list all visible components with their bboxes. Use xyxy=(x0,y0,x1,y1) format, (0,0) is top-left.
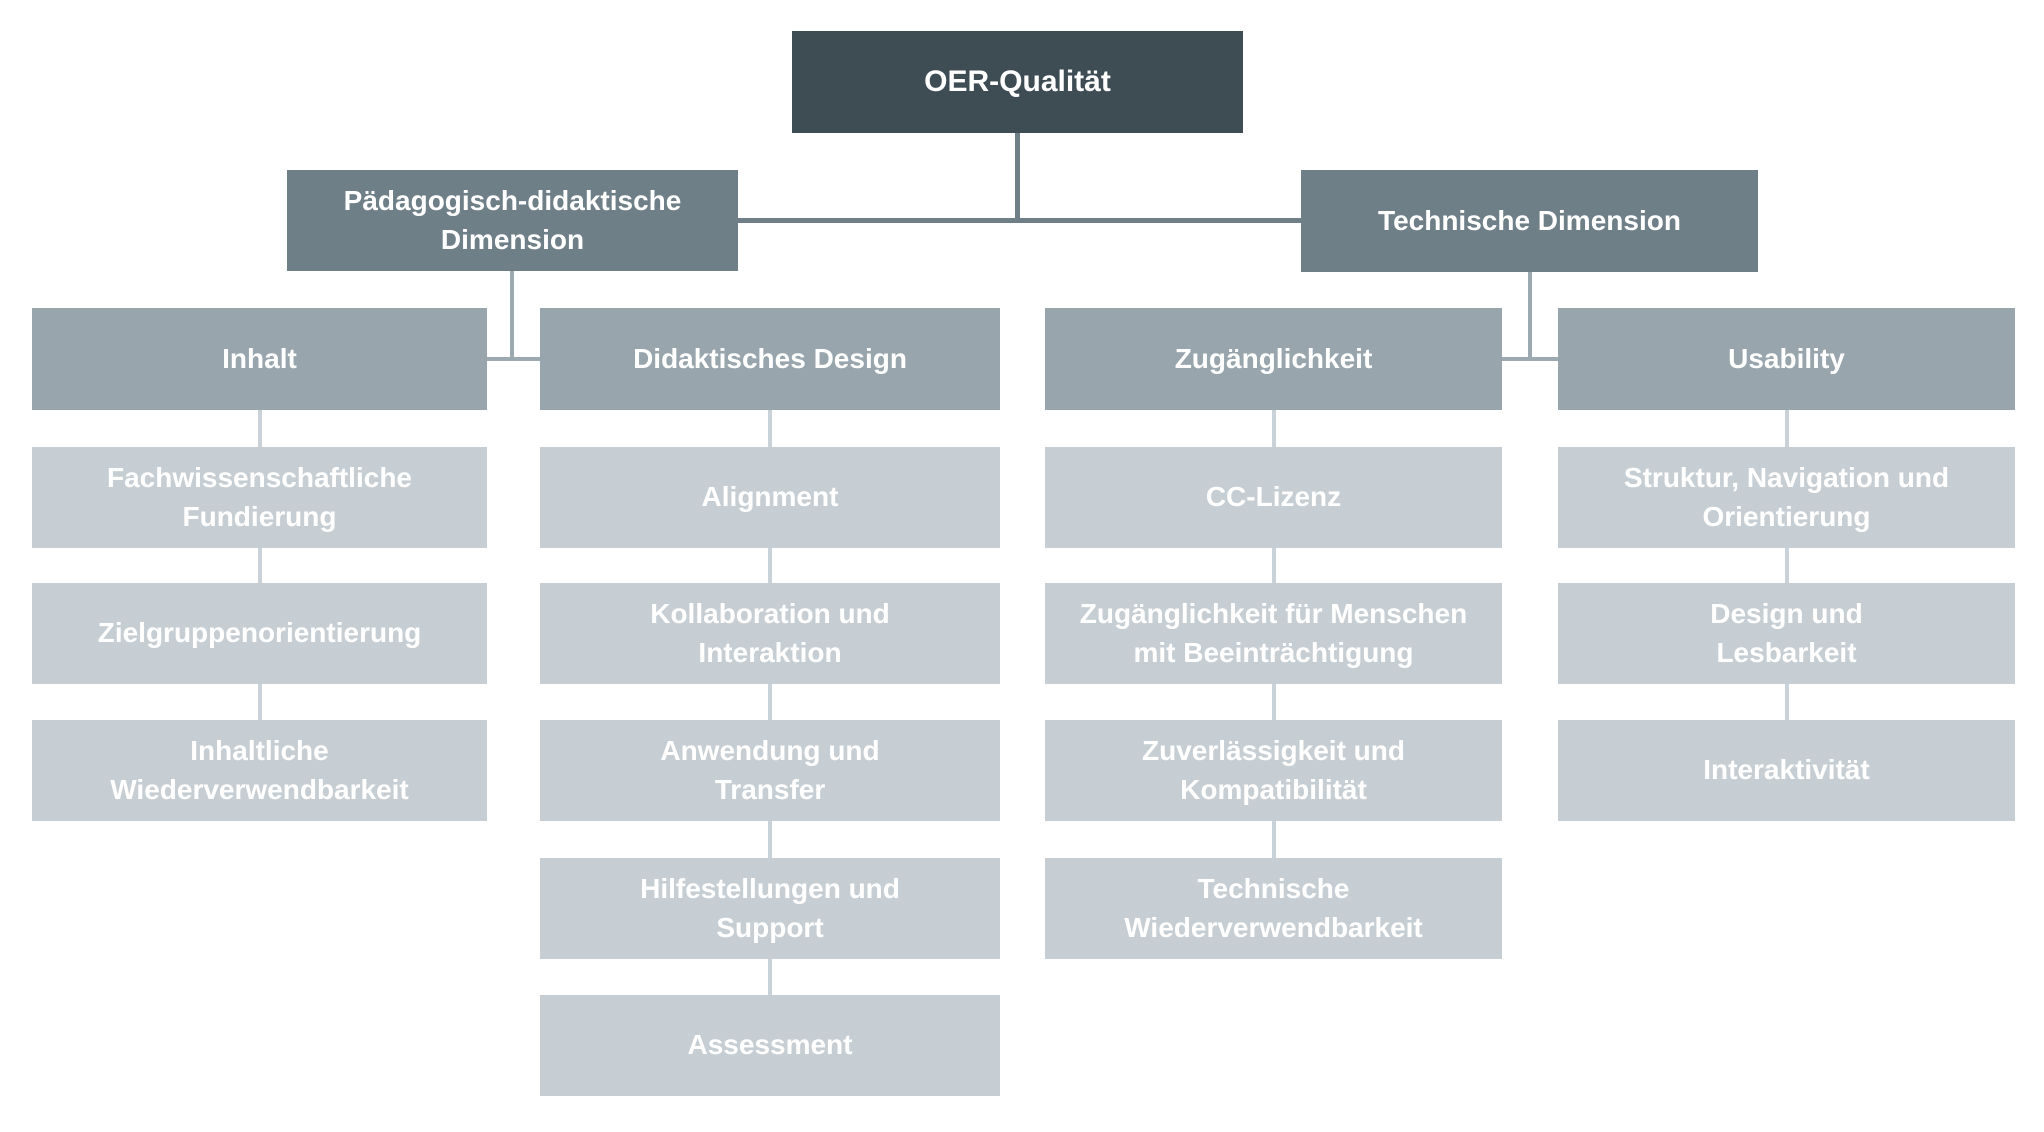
category-box-didaktisches-design: Didaktisches Design xyxy=(540,308,1000,410)
connector-col2-4 xyxy=(768,821,772,858)
leaf-box-technische-wiederverwendbarkeit: Technische Wiederverwendbarkeit xyxy=(1045,858,1502,959)
connector-dimensions-horizontal xyxy=(738,218,1301,223)
root-box-oer-qualitaet: OER-Qualität xyxy=(792,31,1243,133)
dimension-box-technisch: Technische Dimension xyxy=(1301,170,1758,272)
leaf-box-interaktivitaet: Interaktivität xyxy=(1558,720,2015,821)
category-box-inhalt: Inhalt xyxy=(32,308,487,410)
leaf-box-hilfestellungen-und-support: Hilfestellungen und Support xyxy=(540,858,1000,959)
connector-col2-3 xyxy=(768,684,772,720)
connector-col3-2 xyxy=(1272,548,1276,583)
connector-technische-vertical xyxy=(1528,272,1532,361)
leaf-box-alignment: Alignment xyxy=(540,447,1000,548)
category-box-usability: Usability xyxy=(1558,308,2015,410)
connector-col4-2 xyxy=(1785,548,1789,583)
connector-paedagogisch-horizontal xyxy=(487,357,540,361)
leaf-box-assessment: Assessment xyxy=(540,995,1000,1096)
dimension-box-paedagogisch-didaktisch: Pädagogisch-didaktische Dimension xyxy=(287,170,738,271)
leaf-box-cc-lizenz: CC-Lizenz xyxy=(1045,447,1502,548)
leaf-box-zugaenglichkeit-fuer-menschen: Zugänglichkeit für Menschen mit Beeinträ… xyxy=(1045,583,1502,684)
leaf-box-kollaboration-und-interaktion: Kollaboration und Interaktion xyxy=(540,583,1000,684)
leaf-box-struktur-navigation-orientierung: Struktur, Navigation und Orientierung xyxy=(1558,447,2015,548)
leaf-box-zuverlaessigkeit-und-kompatibilitaet: Zuverlässigkeit und Kompatibilität xyxy=(1045,720,1502,821)
connector-col2-2 xyxy=(768,548,772,583)
connector-root-vertical xyxy=(1015,133,1020,223)
leaf-box-inhaltliche-wiederverwendbarkeit: Inhaltliche Wiederverwendbarkeit xyxy=(32,720,487,821)
connector-col1-1 xyxy=(258,410,262,447)
connector-col3-1 xyxy=(1272,410,1276,447)
connector-technische-horizontal xyxy=(1502,357,1558,361)
connector-paedagogisch-vertical xyxy=(510,271,514,361)
leaf-box-design-und-lesbarkeit: Design und Lesbarkeit xyxy=(1558,583,2015,684)
connector-col2-5 xyxy=(768,959,772,995)
connector-col2-1 xyxy=(768,410,772,447)
connector-col4-1 xyxy=(1785,410,1789,447)
connector-col1-3 xyxy=(258,684,262,720)
leaf-box-anwendung-und-transfer: Anwendung und Transfer xyxy=(540,720,1000,821)
connector-col4-3 xyxy=(1785,684,1789,720)
leaf-box-fachwissenschaftliche-fundierung: Fachwissenschaftliche Fundierung xyxy=(32,447,487,548)
connector-col1-2 xyxy=(258,548,262,583)
connector-col3-3 xyxy=(1272,684,1276,720)
connector-col3-4 xyxy=(1272,821,1276,858)
category-box-zugaenglichkeit: Zugänglichkeit xyxy=(1045,308,1502,410)
leaf-box-zielgruppenorientierung: Zielgruppenorientierung xyxy=(32,583,487,684)
